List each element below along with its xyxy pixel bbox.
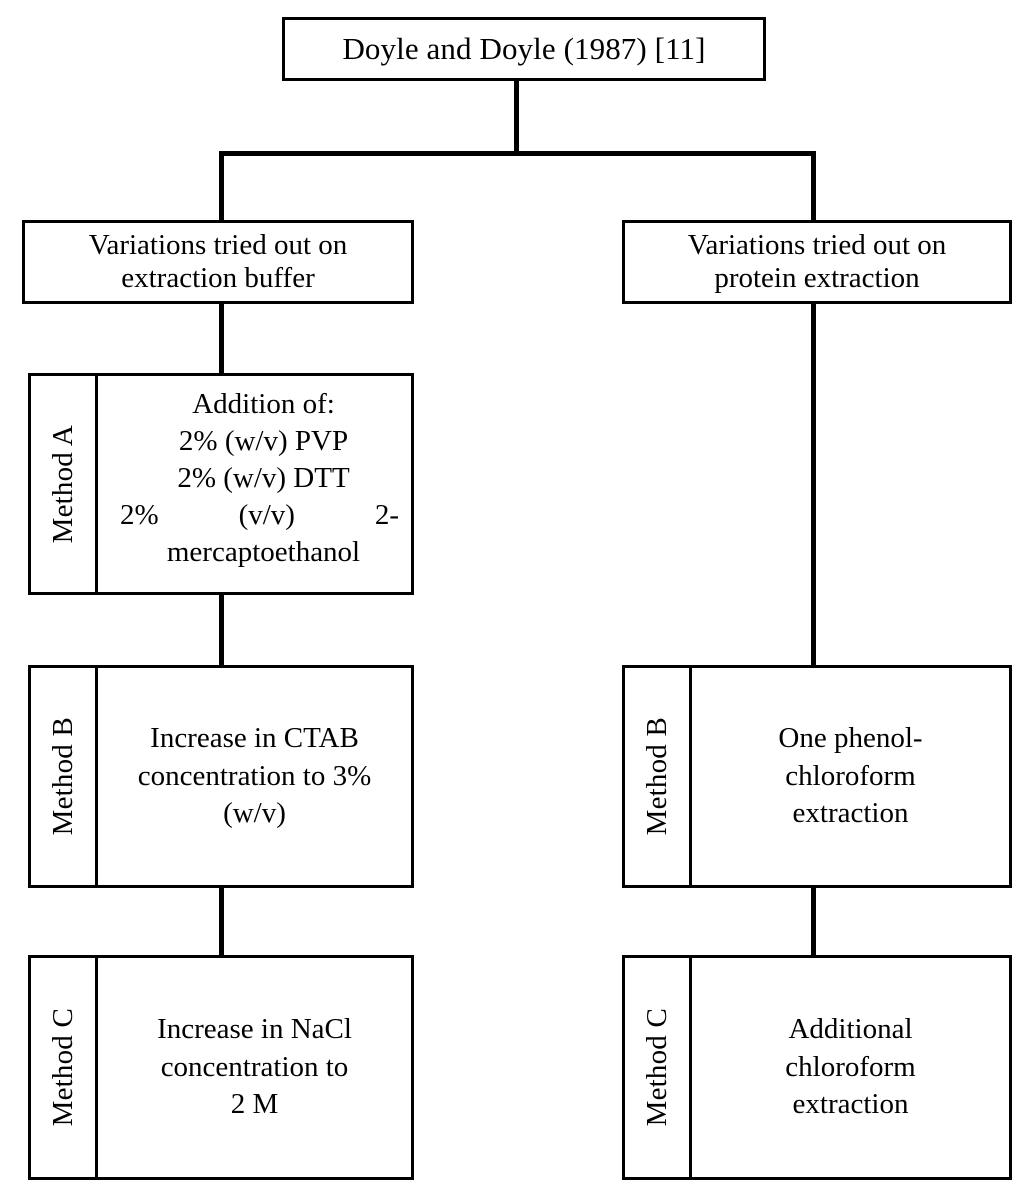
branch-heading-protein-extraction: Variations tried out on protein extracti… bbox=[622, 220, 1012, 304]
method-body-line-justified: 2% (v/v) 2- bbox=[120, 497, 407, 534]
branch-heading-line-1: Variations tried out on bbox=[687, 228, 947, 261]
method-body: Addition of: 2% (w/v) PVP 2% (w/v) DTT 2… bbox=[98, 376, 411, 592]
branch-heading-line-2: extraction buffer bbox=[121, 262, 315, 294]
method-label: Method B bbox=[640, 717, 673, 836]
justified-segment-right: 2- bbox=[374, 499, 399, 532]
method-body-line: chloroform bbox=[785, 759, 916, 792]
method-label: Method C bbox=[640, 1008, 673, 1127]
method-box-method-a-buffer: Method A Addition of: 2% (w/v) PVP 2% (w… bbox=[28, 373, 414, 595]
method-box-method-b-protein: Method B One phenol- chloroform extracti… bbox=[622, 665, 1012, 888]
connector-right-method-b-to-c bbox=[811, 886, 816, 957]
root-node-box: Doyle and Doyle (1987) [11] bbox=[282, 17, 766, 81]
method-label: Method B bbox=[46, 717, 79, 836]
method-label-cell: Method C bbox=[31, 958, 98, 1177]
method-box-method-c-buffer: Method C Increase in NaCl concentration … bbox=[28, 955, 414, 1180]
method-body-line: extraction bbox=[792, 1088, 909, 1121]
justified-segment-left: 2% bbox=[120, 499, 159, 532]
method-label-cell: Method B bbox=[31, 668, 98, 885]
method-body: One phenol- chloroform extraction bbox=[692, 668, 1009, 885]
method-body-line: (w/v) bbox=[223, 797, 286, 830]
method-body-line: 2% (w/v) DTT bbox=[177, 462, 350, 495]
method-body-line: concentration to bbox=[160, 1050, 349, 1083]
connector-root-stem bbox=[514, 81, 519, 156]
connector-root-to-left-branch bbox=[219, 151, 224, 222]
method-body-line: extraction bbox=[792, 797, 909, 830]
method-body-line: One phenol- bbox=[778, 721, 923, 754]
connector-left-method-b-to-c bbox=[219, 886, 224, 957]
method-body-line: Additional bbox=[788, 1012, 913, 1045]
method-body-tail-line: mercaptoethanol bbox=[166, 536, 361, 569]
method-label-cell: Method A bbox=[31, 376, 98, 592]
method-body-line: chloroform bbox=[785, 1050, 916, 1083]
method-body-line: 2% (w/v) PVP bbox=[178, 425, 349, 458]
method-body: Increase in CTAB concentration to 3% (w/… bbox=[98, 668, 411, 885]
branch-heading-line-1: Variations tried out on bbox=[88, 228, 348, 261]
connector-left-heading-to-method-a bbox=[219, 303, 224, 375]
method-body-line: Addition of: bbox=[192, 388, 335, 420]
method-label: Method C bbox=[46, 1008, 79, 1127]
root-node-label: Doyle and Doyle (1987) [11] bbox=[342, 30, 706, 66]
method-body-line: Increase in NaCl bbox=[157, 1012, 352, 1045]
method-body-line: 2 M bbox=[230, 1088, 279, 1121]
method-box-method-c-protein: Method C Additional chloroform extractio… bbox=[622, 955, 1012, 1180]
connector-left-method-a-to-b bbox=[219, 593, 224, 667]
method-body-line: Increase in CTAB bbox=[150, 721, 359, 754]
connector-root-crossbar bbox=[219, 151, 816, 156]
justified-segment-middle: (v/v) bbox=[238, 499, 295, 532]
method-label-cell: Method B bbox=[625, 668, 692, 885]
connector-root-to-right-branch bbox=[811, 151, 816, 222]
method-label: Method A bbox=[46, 424, 79, 544]
branch-heading-line-2: protein extraction bbox=[714, 262, 920, 294]
connector-right-heading-to-method-b bbox=[811, 303, 816, 667]
method-label-cell: Method C bbox=[625, 958, 692, 1177]
method-body: Additional chloroform extraction bbox=[692, 958, 1009, 1177]
method-box-method-b-buffer: Method B Increase in CTAB concentration … bbox=[28, 665, 414, 888]
branch-heading-extraction-buffer: Variations tried out on extraction buffe… bbox=[22, 220, 414, 304]
method-body: Increase in NaCl concentration to 2 M bbox=[98, 958, 411, 1177]
method-body-line: concentration to 3% bbox=[137, 759, 372, 792]
